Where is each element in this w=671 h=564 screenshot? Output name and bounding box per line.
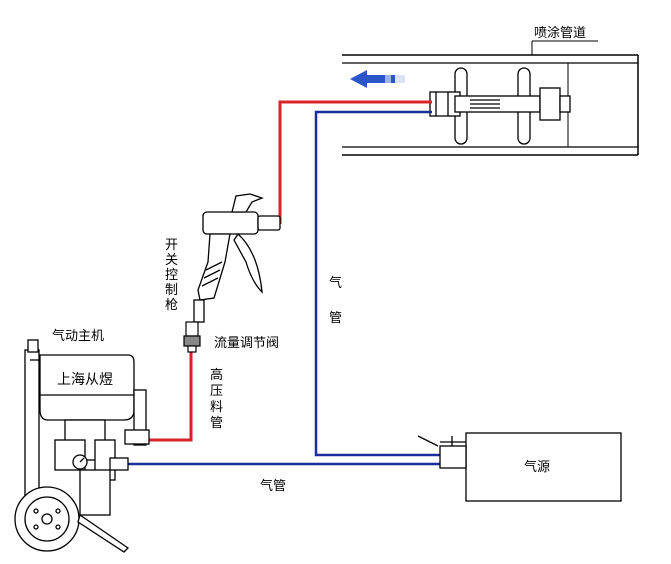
spray-gun <box>193 193 281 323</box>
pneumatic-pump <box>14 339 150 553</box>
air-line-vertical <box>314 110 440 457</box>
svg-text:管: 管 <box>329 311 342 326</box>
air-pipe-vertical-label: 气 管 <box>329 275 342 326</box>
svg-text:料: 料 <box>210 400 223 415</box>
svg-text:制: 制 <box>165 283 178 298</box>
svg-text:枪: 枪 <box>165 297 178 313</box>
svg-text:管: 管 <box>210 416 223 431</box>
pipeline-label: 喷涂管道 <box>534 25 586 41</box>
material-line-top <box>278 100 432 224</box>
svg-text:压: 压 <box>210 384 223 399</box>
flow-control-valve <box>183 321 201 353</box>
air-pipe-horizontal-label: 气管 <box>260 478 286 494</box>
valve-label: 流量调节阀 <box>214 336 279 351</box>
svg-text:气: 气 <box>329 275 342 291</box>
spray-head <box>429 67 571 145</box>
brand-label: 上海从煜 <box>57 372 113 388</box>
high-pressure-hose <box>147 350 193 442</box>
svg-text:关: 关 <box>165 253 178 268</box>
pump-label: 气动主机 <box>52 328 104 344</box>
gun-label: 开 关 控 制 枪 <box>165 238 178 313</box>
air-source-label: 气源 <box>524 459 550 475</box>
svg-text:开: 开 <box>165 238 178 253</box>
flow-arrow-icon <box>350 70 405 88</box>
hose-label: 高 压 料 管 <box>210 367 223 431</box>
svg-text:高: 高 <box>210 367 223 383</box>
air-source <box>417 432 622 502</box>
svg-text:控: 控 <box>165 268 178 283</box>
